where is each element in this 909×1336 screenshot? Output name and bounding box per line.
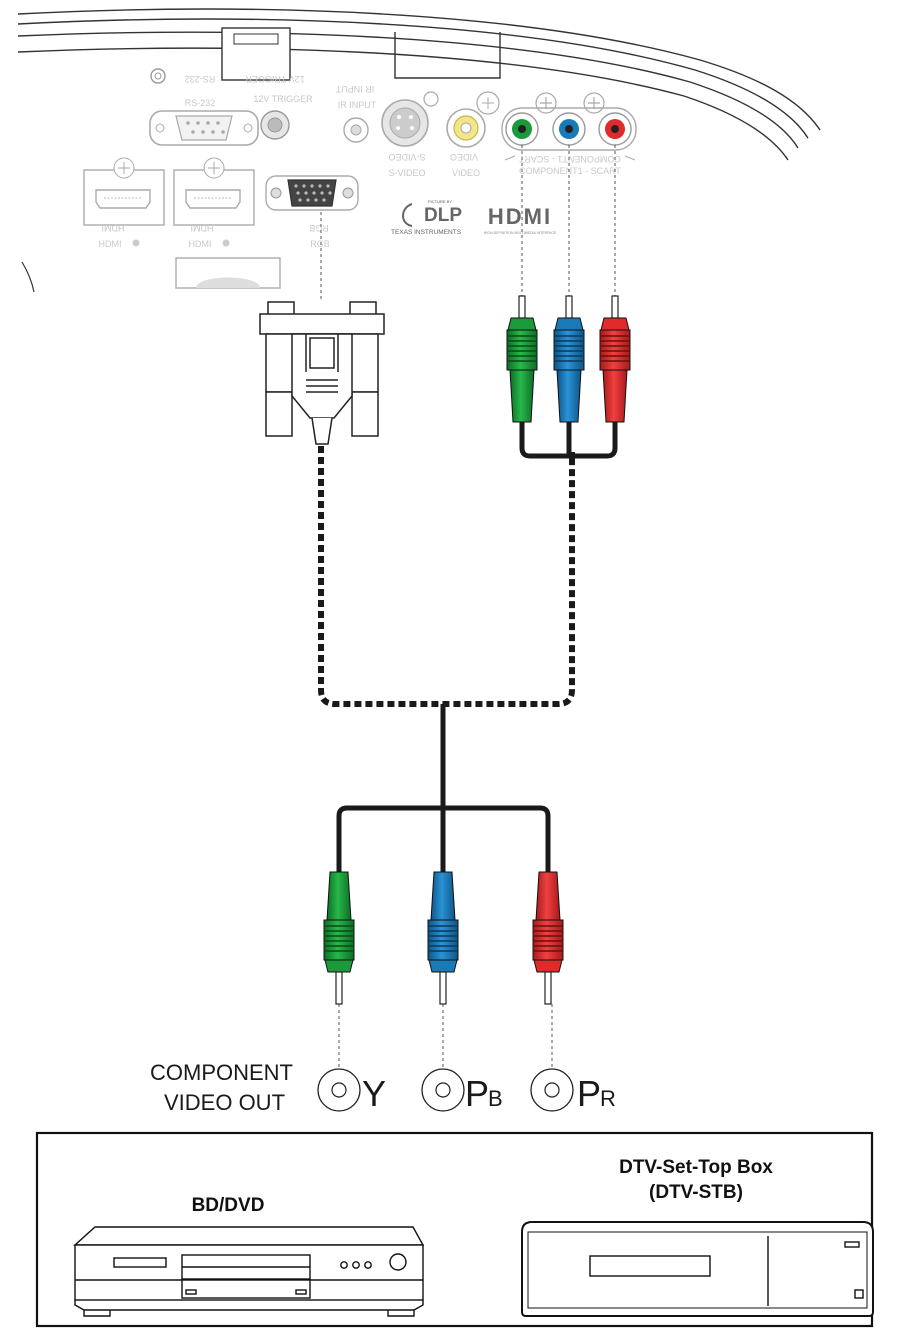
ir-label-mirror: IR INPUT [335, 84, 374, 94]
bottom-rca-branch [336, 805, 551, 880]
component-out-label-1: COMPONENT [150, 1060, 293, 1085]
housing-latch [221, 27, 291, 81]
trigger-label-mirror: 12V TRIGGER [245, 74, 305, 84]
s-video-label: S-VIDEO [388, 168, 425, 178]
adapter-cable-dashed [318, 446, 575, 707]
dlp-logo: PICTURE BY DLP TEXAS INSTRUMENTS [391, 199, 462, 236]
hdmi-2-label: HDMI [189, 239, 212, 249]
housing-curve [17, 8, 821, 161]
rca-plug-top-red [599, 295, 631, 423]
svg-text:PICTURE BY: PICTURE BY [428, 199, 452, 204]
screw-icon [150, 68, 166, 84]
set-top-box-icon [521, 1221, 874, 1317]
top-rca-junction [519, 420, 618, 459]
s-video-label-mirror: S-VIDEO [388, 152, 425, 162]
rgb-label-mirror: RGB [309, 223, 329, 233]
video-label-mirror: VIDEO [450, 152, 478, 162]
video-label: VIDEO [452, 168, 480, 178]
svg-text:HIGH-DEFINITION MULTIMEDIA INT: HIGH-DEFINITION MULTIMEDIA INTERFACE [484, 231, 557, 235]
rca-plug-bottom-blue [427, 871, 459, 1005]
component-in-jack-y[interactable] [505, 112, 539, 146]
rgb-label: RGB [310, 239, 330, 249]
bd-dvd-label: BD/DVD [192, 1195, 265, 1216]
rca-plug-bottom-green [323, 871, 355, 1005]
stb-label-2: (DTV-STB) [649, 1182, 743, 1203]
rca-plug-top-green [506, 295, 538, 423]
stb-label-1: DTV-Set-Top Box [619, 1157, 773, 1178]
rs232-label-mirror: RS-232 [185, 74, 216, 84]
rca-plug-bottom-red [532, 871, 564, 1005]
svg-text:TEXAS INSTRUMENTS: TEXAS INSTRUMENTS [391, 229, 462, 236]
jack-pr-sub: R [600, 1086, 616, 1111]
hdmi-1-label-mirror: HDMI [102, 223, 125, 233]
jack-pr: P R [530, 1068, 616, 1114]
rs232-label: RS-232 [185, 98, 216, 108]
jack-y-label: Y [362, 1073, 386, 1114]
component-label-mirror: COMPONENT1 - SCART [519, 154, 621, 164]
trigger-label: 12V TRIGGER [253, 94, 313, 104]
projector-rear-panel: RS-232 RS-232 12V TRIGGER 12V TRIGGER IR… [17, 8, 821, 293]
rca-plug-top-blue [553, 295, 585, 423]
ir-input-label: IR INPUT [338, 100, 377, 110]
svg-text:HDMI: HDMI [488, 204, 552, 229]
svg-text:DLP: DLP [424, 205, 462, 226]
vga-connector [259, 301, 385, 445]
component-out-label-2: VIDEO OUT [164, 1090, 285, 1115]
hdmi-logo: HDMI HIGH-DEFINITION MULTIMEDIA INTERFAC… [484, 204, 557, 235]
jack-pb-sub: B [488, 1086, 503, 1111]
guide-lines [320, 145, 616, 1090]
jack-pr-label: P [577, 1073, 601, 1114]
hdmi-2-label-mirror: HDMI [191, 223, 214, 233]
hdmi-1-label: HDMI [99, 239, 122, 249]
component-in-label: COMPONENT1 - SCART [519, 166, 621, 176]
jack-pb-label: P [465, 1073, 489, 1114]
jack-pb: P B [421, 1068, 503, 1114]
component-in-jack-pr[interactable] [598, 112, 632, 146]
bd-dvd-player-icon [73, 1226, 425, 1317]
component-in-jack-pb[interactable] [552, 112, 586, 146]
jack-y: Y [317, 1068, 386, 1114]
component-video-out: COMPONENT VIDEO OUT Y P B P R [150, 1060, 616, 1115]
